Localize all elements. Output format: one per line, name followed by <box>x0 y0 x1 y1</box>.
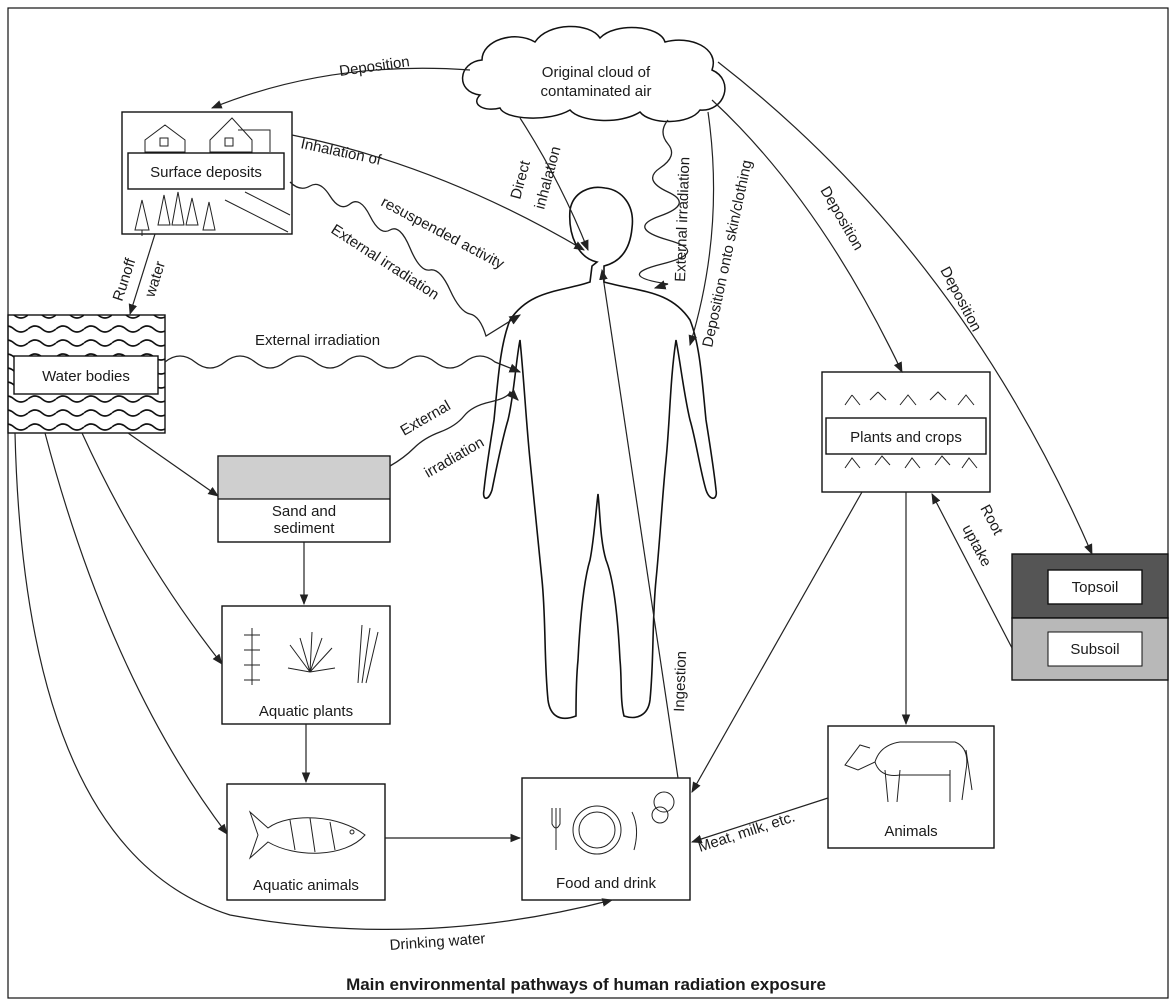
irradiation-label: irradiation <box>422 434 488 482</box>
water-bodies-label: Water bodies <box>42 368 130 385</box>
soil-node: Topsoil Subsoil <box>1011 553 1169 681</box>
sand-sediment-node: Sand and sediment <box>217 455 391 543</box>
crops-icon <box>844 391 978 469</box>
deposition-top-label: Deposition <box>338 53 411 80</box>
sand-label-2: sediment <box>274 520 336 537</box>
pathway-arrows <box>14 61 1093 930</box>
trees-icon <box>134 191 291 236</box>
deposition-plants-label: Deposition <box>817 184 867 254</box>
food-drink-label: Food and drink <box>556 875 657 892</box>
cow-icon <box>844 741 973 803</box>
sand-label-1: Sand and <box>272 503 336 520</box>
houses-icon <box>144 117 271 153</box>
fish-icon <box>248 810 366 860</box>
cloud-label-2: contaminated air <box>541 83 652 100</box>
plants-crops-label: Plants and crops <box>850 429 962 446</box>
deposition-soil-label: Deposition <box>936 264 984 335</box>
external-irradiation-cloud-label: External irradiation <box>672 157 693 283</box>
outer-border <box>7 7 1169 999</box>
surface-deposits-node: Surface deposits <box>121 111 293 236</box>
external-irradiation-water-label: External irradiation <box>255 332 380 349</box>
root-label: Root <box>976 502 1006 539</box>
drinking-water-label: Drinking water <box>389 930 486 954</box>
inhalation-short-label: inhalation <box>531 145 564 211</box>
water-bodies-node: Water bodies <box>7 314 166 434</box>
tableware-icon <box>551 791 675 855</box>
aquatic-plants-label: Aquatic plants <box>259 703 353 720</box>
external-label: External <box>398 397 454 439</box>
surface-deposits-label: Surface deposits <box>150 164 262 181</box>
topsoil-label: Topsoil <box>1072 579 1119 596</box>
meat-milk-label: Meat, milk, etc. <box>696 808 797 855</box>
aquatic-plants-node: Aquatic plants <box>221 605 391 725</box>
direct-label: Direct <box>507 158 534 201</box>
aquatic-animals-label: Aquatic animals <box>253 877 359 894</box>
external-irradiation-surface-label: External irradiation <box>328 221 442 303</box>
animals-label: Animals <box>884 823 937 840</box>
deposition-skin-label: Deposition onto skin/clothing <box>699 159 755 349</box>
plants-crops-node: Plants and crops <box>821 371 991 493</box>
ingestion-label: Ingestion <box>671 651 690 712</box>
cloud-label-1: Original cloud of <box>542 64 651 81</box>
inhalation-label-1: Inhalation of <box>299 135 383 169</box>
cloud-node: Original cloud of contaminated air <box>461 25 726 123</box>
animals-node: Animals <box>827 725 995 849</box>
diagram-caption: Main environmental pathways of human rad… <box>346 975 826 994</box>
aquatic-animals-node: Aquatic animals <box>226 783 386 901</box>
subsoil-label: Subsoil <box>1070 641 1119 658</box>
food-drink-node: Food and drink <box>521 777 691 901</box>
aquatic-plants-icon <box>244 624 379 685</box>
